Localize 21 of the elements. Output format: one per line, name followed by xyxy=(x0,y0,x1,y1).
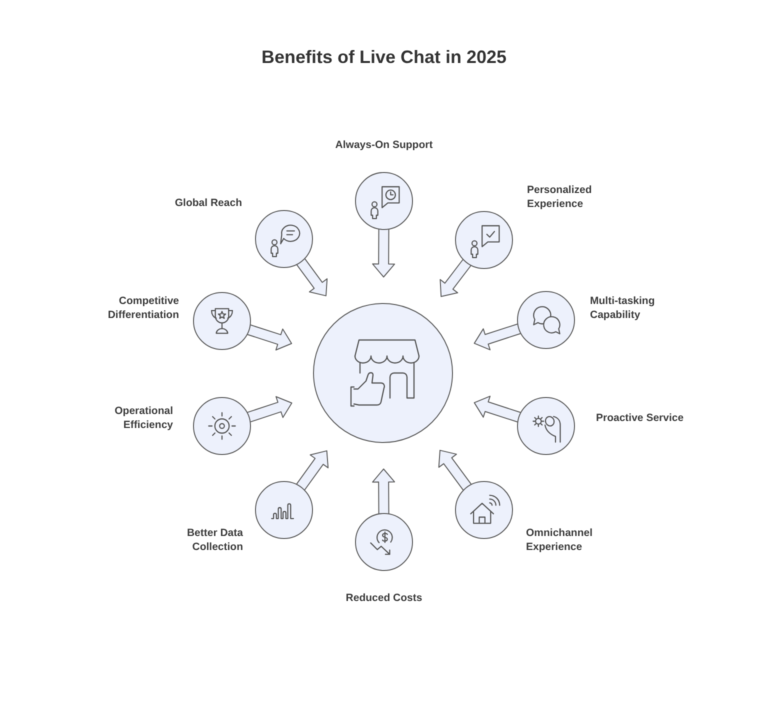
block-arrow xyxy=(372,468,396,516)
benefit-label: Competitive Differentiation xyxy=(106,294,179,322)
benefit-label: Proactive Service xyxy=(596,411,685,425)
block-arrow xyxy=(474,396,522,423)
benefit-label: Better Data Collection xyxy=(186,526,243,554)
benefit-label: Personalized Experience xyxy=(527,183,593,211)
block-arrow xyxy=(296,257,328,296)
benefit-label: Reduced Costs xyxy=(345,591,423,605)
benefit-label: Global Reach xyxy=(174,196,242,210)
block-arrow xyxy=(474,323,522,350)
benefit-label: Multi-tasking Capability xyxy=(590,294,656,322)
block-arrow xyxy=(372,228,396,278)
block-arrow xyxy=(246,324,292,350)
diagram-title: Benefits of Live Chat in 2025 xyxy=(260,46,508,68)
benefit-label: Always-On Support xyxy=(334,138,434,152)
benefit-label: Operational Efficiency xyxy=(114,404,173,432)
block-arrow xyxy=(440,258,472,297)
benefit-label: Omnichannel Experience xyxy=(526,526,594,554)
block-arrow xyxy=(438,450,472,492)
block-arrow xyxy=(295,450,329,492)
block-arrow xyxy=(246,396,292,423)
